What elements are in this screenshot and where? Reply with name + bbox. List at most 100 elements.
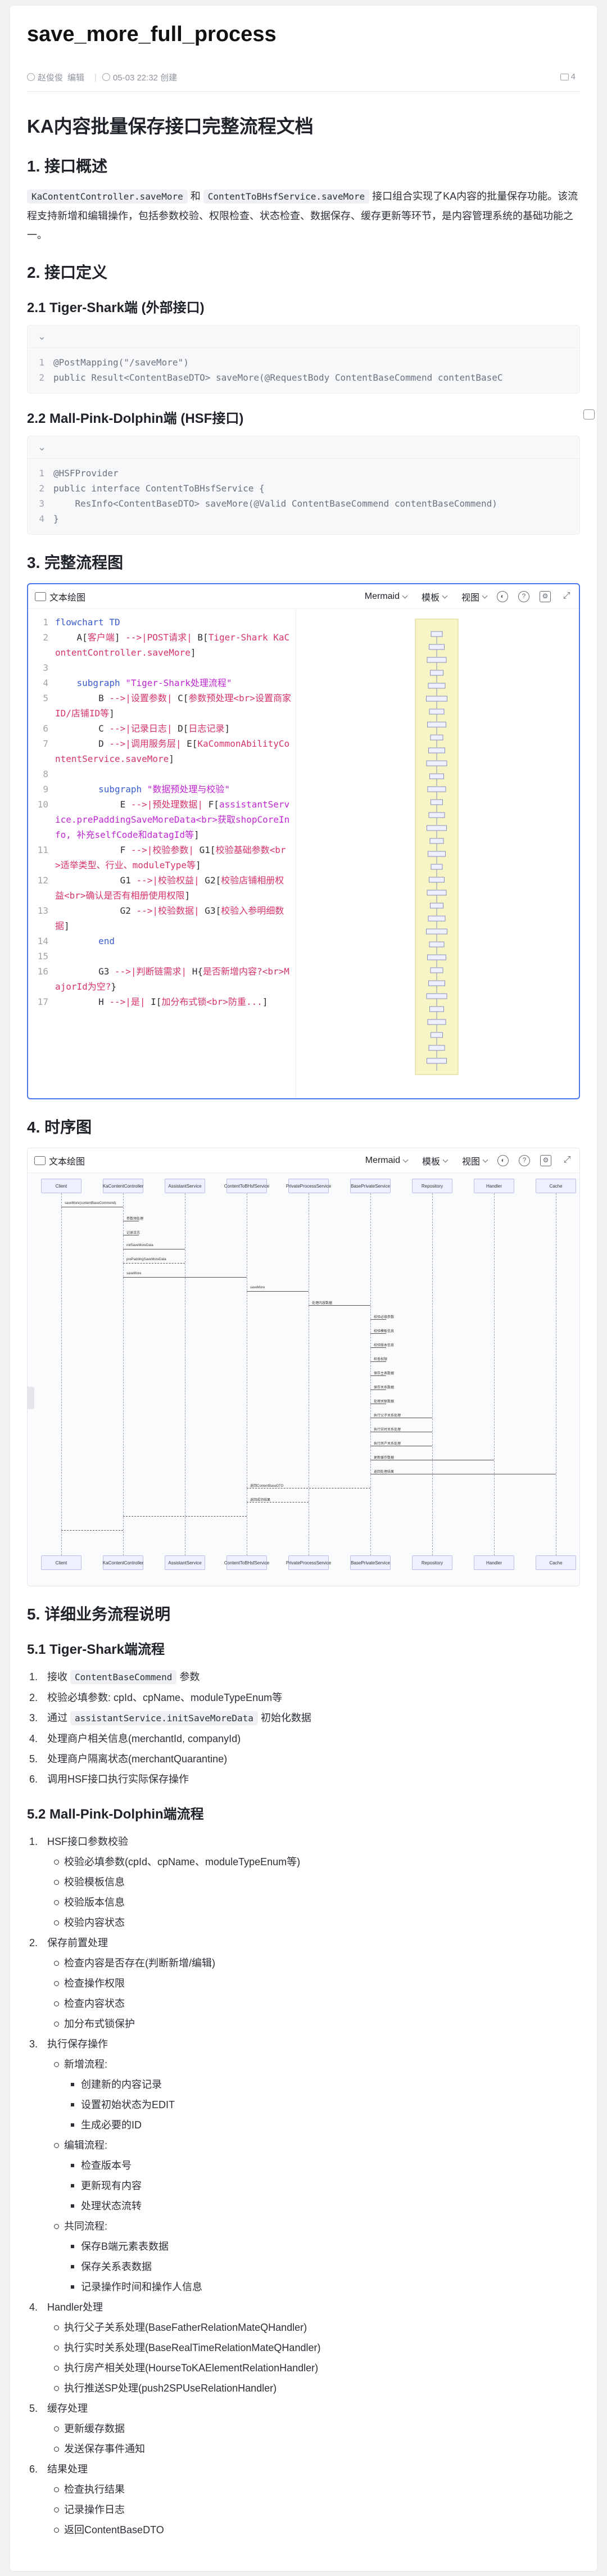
lifeline <box>61 1193 62 1555</box>
sub-list-item: 检查操作权限 <box>47 1973 580 1993</box>
nested-list-item: 保存关系表数据 <box>64 2257 580 2277</box>
fullscreen-icon[interactable]: ⤢ <box>563 591 570 601</box>
sub-list-item: 加分布式锁保护 <box>47 2014 580 2034</box>
actor-box: KaContentController <box>103 1179 143 1193</box>
message-label: 参数预处理 <box>126 1217 144 1221</box>
flow-node <box>430 734 443 741</box>
view-dropdown[interactable]: 视图 <box>462 1154 487 1167</box>
doc-content: KA内容批量保存接口完整流程文档 1. 接口概述 KaContentContro… <box>27 100 595 2540</box>
section-detail-title: 5. 详细业务流程说明 <box>27 1605 171 1623</box>
nested-list-item: 检查版本号 <box>64 2155 580 2176</box>
lifeline <box>370 1193 371 1555</box>
sub-list-item: 检查内容状态 <box>47 1993 580 2014</box>
template-dropdown[interactable]: 模板 <box>422 590 447 603</box>
sequence-message <box>370 1361 386 1362</box>
nested-list-item: 记录操作时间和操作人信息 <box>64 2277 580 2297</box>
settings-icon[interactable]: ⚙ <box>540 591 551 602</box>
mermaid-dropdown[interactable]: Mermaid <box>365 1156 407 1166</box>
fullscreen-icon[interactable]: ⤢ <box>563 1155 571 1165</box>
flow-node <box>426 760 447 766</box>
sub-list-item: 执行推送SP处理(push2SPUseRelationHandler) <box>47 2378 580 2398</box>
collapse-chevron-icon[interactable]: ⌄ <box>28 436 579 459</box>
comment-side-icon[interactable] <box>583 409 595 419</box>
nested-list-item: 设置初始状态为EDIT <box>64 2095 580 2115</box>
actor-box: Client <box>41 1555 81 1570</box>
settings-icon[interactable]: ⚙ <box>540 1155 551 1166</box>
view-dropdown[interactable]: 视图 <box>461 590 487 603</box>
flowchart-preview <box>296 609 572 1098</box>
actor-box: Repository <box>412 1555 452 1570</box>
sequence-message <box>370 1375 386 1376</box>
flow-node <box>429 1006 444 1012</box>
flow-node <box>430 903 443 909</box>
sub-list-item: 返回ContentBaseDTO <box>47 2520 580 2540</box>
mermaid-line: 4 subgraph "Tiger-Shark处理流程" <box>43 678 232 688</box>
mermaid-line: 3 <box>43 662 48 673</box>
actor-box: Cache <box>536 1555 576 1570</box>
template-dropdown[interactable]: 模板 <box>422 1154 447 1167</box>
mermaid-dropdown[interactable]: Mermaid <box>365 592 407 602</box>
message-label: initSaveMoreData <box>126 1244 153 1247</box>
flow-node <box>431 799 443 805</box>
collapse-chevron-icon[interactable]: ⌄ <box>28 326 579 348</box>
list-item: 5.处理商户隔离状态(merchantQuarantine) <box>29 1753 228 1765</box>
flow-node <box>428 915 446 922</box>
author[interactable]: 赵俊俊 <box>27 71 63 83</box>
mermaid-line: 10 E -->|预处理数据| F[assistantService.prePa… <box>37 799 290 840</box>
theme-icon[interactable]: ◐ <box>497 1155 509 1166</box>
message-label: 处理关联数据 <box>374 1400 395 1404</box>
sub-list-item: 校验版本信息 <box>47 1892 580 1912</box>
flowchart-svg <box>415 619 459 1075</box>
help-icon[interactable]: ? <box>519 1155 530 1166</box>
panel-toolbar: 文本绘图 Mermaid 模板 视图 ◐ ? ⚙ ⤢ <box>28 1148 579 1173</box>
sequence-message <box>370 1347 386 1348</box>
panel-label: 文本绘图 <box>49 1157 85 1167</box>
mermaid-line: 7 D -->|调用服务层| E[KaCommonAbilityContentS… <box>43 738 290 764</box>
list-item: 4.Handler处理执行父子关系处理(BaseFatherRelationMa… <box>27 2297 580 2398</box>
flow-node <box>429 709 445 715</box>
flow-node <box>426 928 447 935</box>
actor-box: KaContentController <box>103 1555 143 1570</box>
help-icon[interactable]: ? <box>518 591 529 602</box>
expand-handle[interactable] <box>28 1387 34 1409</box>
sub-list-item: 检查内容是否存在(判断新增/编辑) <box>47 1953 580 1973</box>
flow-node <box>427 1019 446 1025</box>
list-item: 5.缓存处理更新缓存数据发送保存事件通知 <box>27 2398 580 2459</box>
sequence-message <box>309 1305 370 1306</box>
message-label: 执行房产关系处理 <box>374 1442 401 1446</box>
section-definition-title: 2. 接口定义 <box>27 264 108 281</box>
nested-list-item: 生成必要的ID <box>64 2115 580 2135</box>
edit-label[interactable]: 编辑 <box>67 73 85 83</box>
theme-icon[interactable]: ◐ <box>497 591 508 602</box>
image-icon <box>35 592 46 601</box>
code-line: 4} <box>39 513 59 524</box>
sub-list-item: 更新缓存数据 <box>47 2419 580 2439</box>
actor-box: BasePrivateService <box>350 1179 391 1193</box>
comment-count[interactable]: 4 <box>560 72 576 82</box>
lifeline <box>494 1193 495 1555</box>
message-label: 处理内容数据 <box>312 1302 333 1305</box>
code-line: 1@HSFProvider <box>39 468 119 479</box>
message-label: 更新缓存数据 <box>374 1456 395 1460</box>
flow-node <box>431 864 443 870</box>
actor-box: BasePrivateService <box>350 1555 391 1570</box>
subsection-tiger-flow-title: 5.1 Tiger-Shark端流程 <box>27 1642 165 1657</box>
sub-list-item: 校验必填参数(cpId、cpName、moduleTypeEnum等) <box>47 1852 580 1872</box>
mermaid-line: 5 B -->|设置参数| C[参数预处理<br>设置商家ID/店铺ID等] <box>43 693 291 719</box>
flow-node <box>430 967 443 973</box>
sub-list-item: 执行房产相关处理(HourseToKAElementRelationHandle… <box>47 2358 580 2378</box>
subsection-tiger-title: 2.1 Tiger-Shark端 (外部接口) <box>27 300 205 315</box>
sequence-message <box>247 1502 309 1503</box>
sub-list-item: 记录操作日志 <box>47 2500 580 2520</box>
sub-list-item: 校验内容状态 <box>47 1912 580 1933</box>
